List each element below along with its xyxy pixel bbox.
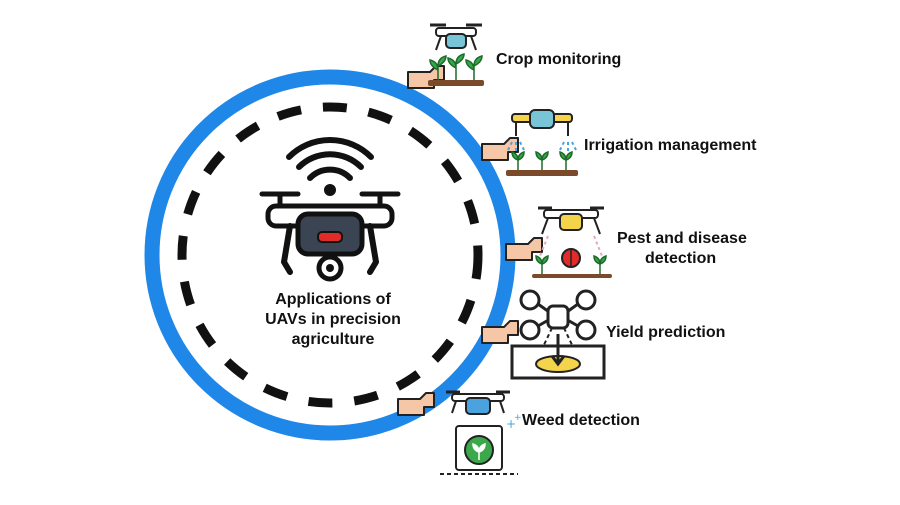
- drone-crop-icon: [428, 23, 484, 86]
- svg-text:+: +: [514, 413, 522, 423]
- label-weed-detection: Weed detection: [522, 412, 640, 429]
- hand-pointer-icon: [505, 237, 543, 261]
- svg-text:+: +: [506, 417, 516, 431]
- label-detection: detection: [645, 250, 717, 267]
- drone-weed-icon: + +: [440, 390, 522, 475]
- drone-pest-icon: [532, 206, 612, 278]
- drone-sprinkler-icon: [506, 109, 578, 176]
- center-title-line-1: Applications of: [275, 291, 391, 308]
- dashed-ring: [177, 102, 483, 408]
- label-crop-monitoring: Crop monitoring: [496, 51, 622, 68]
- label-yield-prediction: Yield prediction: [606, 324, 726, 341]
- center-title-line-3: agriculture: [291, 331, 375, 348]
- drone-yield-icon: [510, 289, 606, 380]
- center-title-line-2: UAVs in precision: [265, 311, 401, 328]
- label-pest-and-disease: Pest and disease: [617, 230, 747, 247]
- hand-pointer-icon: [481, 137, 519, 161]
- hand-pointer-icon: [397, 392, 435, 416]
- center-title: Applications of UAVs in precision agricu…: [258, 290, 408, 350]
- label-irrigation-management: Irrigation management: [584, 137, 757, 154]
- drone-wifi-icon: [259, 137, 401, 282]
- hand-pointer-icon: [481, 320, 519, 344]
